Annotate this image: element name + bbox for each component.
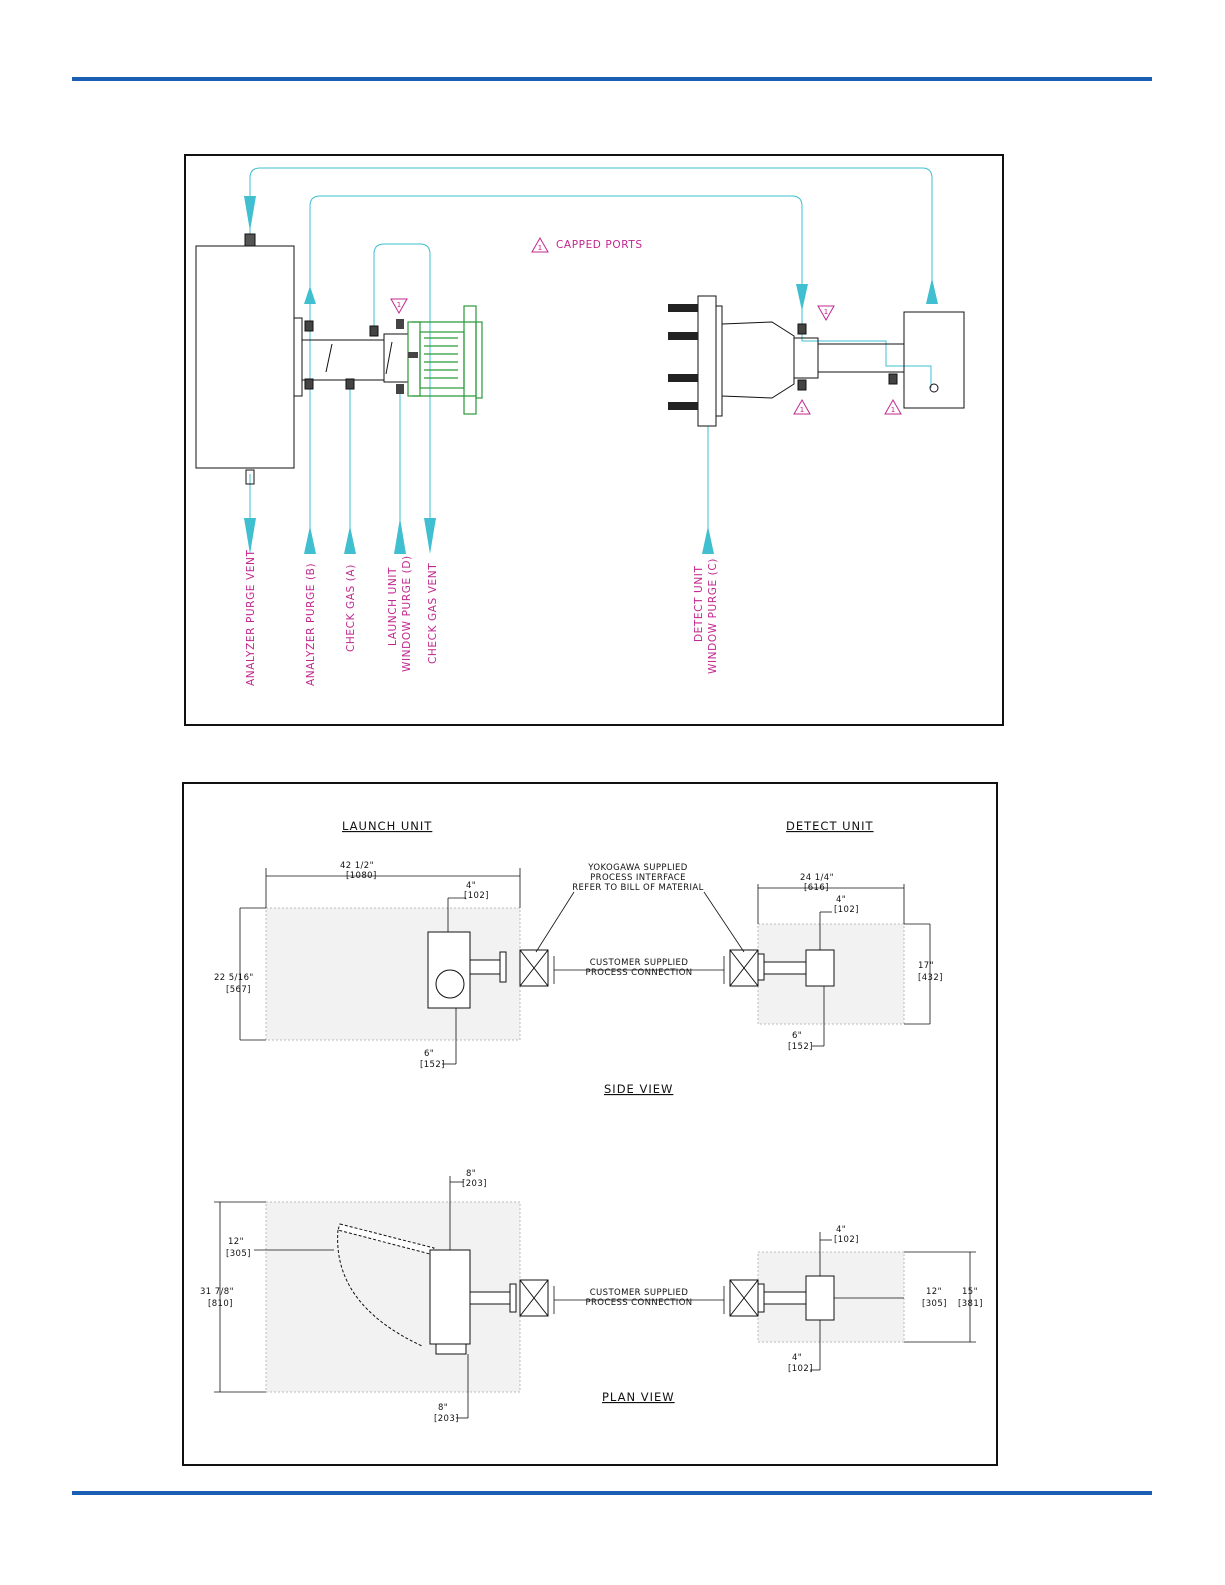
- purge-labels: ANALYZER PURGE VENT ANALYZER PURGE (B) C…: [245, 550, 719, 686]
- label-check-gas-a: CHECK GAS (A): [345, 564, 357, 652]
- side-view-launch: [427, 931, 549, 1009]
- svg-text:[102]: [102]: [788, 1364, 813, 1374]
- analyzer-enclosure: [195, 233, 303, 485]
- detect-flange: [697, 295, 723, 427]
- footer-rule: [72, 1491, 1152, 1495]
- svg-text:1: 1: [538, 244, 542, 252]
- customer-note-side: CUSTOMER SUPPLIED PROCESS CONNECTION: [585, 958, 692, 978]
- launch-unit: [301, 320, 409, 390]
- svg-text:8": 8": [466, 1169, 476, 1179]
- svg-text:CUSTOMER SUPPLIED: CUSTOMER SUPPLIED: [590, 958, 689, 968]
- purge-diagram-frame: 1 1 1 1 1 CAPPED PORTS ANALYZER PURGE VE…: [184, 154, 1004, 726]
- purge-diagram: 1 1 1 1 1 CAPPED PORTS ANALYZER PURGE VE…: [195, 167, 965, 686]
- svg-text:1: 1: [800, 406, 804, 414]
- customer-note-plan: CUSTOMER SUPPLIED PROCESS CONNECTION: [585, 1288, 692, 1308]
- svg-text:6": 6": [792, 1031, 802, 1041]
- plan-view-launch: [337, 1223, 549, 1355]
- svg-text:6": 6": [424, 1049, 434, 1059]
- label-analyzer-purge-vent: ANALYZER PURGE VENT: [245, 550, 257, 686]
- header-rule: [72, 77, 1152, 81]
- svg-text:CUSTOMER SUPPLIED: CUSTOMER SUPPLIED: [590, 1288, 689, 1298]
- svg-text:1: 1: [891, 406, 895, 414]
- svg-text:12": 12": [926, 1287, 942, 1297]
- capped-port-markers: [390, 236, 902, 415]
- svg-text:1: 1: [397, 301, 401, 309]
- svg-text:PROCESS CONNECTION: PROCESS CONNECTION: [585, 968, 692, 978]
- svg-text:[152]: [152]: [420, 1060, 445, 1070]
- capped-port-symbols: 1 1 1 1 1: [397, 244, 895, 414]
- label-launch-unit: LAUNCH UNIT: [387, 567, 399, 646]
- svg-text:42 1/2": 42 1/2": [340, 861, 374, 871]
- plan-view-title: PLAN VIEW: [602, 1390, 675, 1404]
- svg-text:22 5/16": 22 5/16": [214, 973, 254, 983]
- svg-text:8": 8": [438, 1403, 448, 1413]
- purge-lines: [249, 167, 933, 536]
- plan-view-dim-text: 8" [203] 12" [305] 31 7/8" [810] 8" [203…: [200, 1169, 983, 1424]
- svg-text:4": 4": [792, 1353, 802, 1363]
- side-view-title: SIDE VIEW: [604, 1082, 673, 1096]
- svg-text:[203]: [203]: [434, 1414, 459, 1424]
- svg-text:PROCESS INTERFACE: PROCESS INTERFACE: [590, 873, 686, 883]
- svg-text:[567]: [567]: [226, 985, 251, 995]
- launch-port-fittings: [396, 319, 418, 394]
- side-view-detect: [729, 949, 835, 987]
- capped-ports-note: CAPPED PORTS: [556, 239, 643, 251]
- svg-text:15": 15": [962, 1287, 978, 1297]
- svg-text:[616]: [616]: [804, 883, 829, 893]
- plan-view-detect: [729, 1275, 835, 1321]
- svg-text:[381]: [381]: [958, 1299, 983, 1309]
- label-window-purge-c: WINDOW PURGE (C): [707, 558, 719, 674]
- yokogawa-note: YOKOGAWA SUPPLIED PROCESS INTERFACE REFE…: [572, 863, 704, 893]
- launch-unit-title: LAUNCH UNIT: [342, 819, 432, 833]
- svg-text:12": 12": [228, 1237, 244, 1247]
- svg-text:31 7/8": 31 7/8": [200, 1287, 234, 1297]
- svg-text:YOKOGAWA SUPPLIED: YOKOGAWA SUPPLIED: [587, 863, 687, 873]
- svg-text:17": 17": [918, 961, 934, 971]
- svg-text:[305]: [305]: [226, 1249, 251, 1259]
- svg-text:4": 4": [466, 881, 476, 891]
- svg-text:PROCESS CONNECTION: PROCESS CONNECTION: [585, 1298, 692, 1308]
- svg-text:[152]: [152]: [788, 1042, 813, 1052]
- svg-text:[102]: [102]: [834, 905, 859, 915]
- svg-text:4": 4": [836, 1225, 846, 1235]
- svg-text:REFER TO BILL OF MATERIAL: REFER TO BILL OF MATERIAL: [572, 883, 704, 893]
- plan-view-dimension-lines: [214, 1176, 976, 1419]
- svg-text:4": 4": [836, 895, 846, 905]
- svg-text:[432]: [432]: [918, 973, 943, 983]
- label-window-purge-d: WINDOW PURGE (D): [401, 555, 413, 672]
- side-view-dimension-lines: [239, 868, 931, 1065]
- detect-bolts: [668, 304, 698, 410]
- svg-text:[810]: [810]: [208, 1299, 233, 1309]
- detect-unit: [721, 311, 965, 409]
- side-view-dim-text: 42 1/2" [1080] 4" [102] 22 5/16" [567] 6…: [214, 861, 943, 1070]
- label-analyzer-purge-b: ANALYZER PURGE (B): [305, 563, 317, 686]
- layout-drawing: LAUNCH UNIT DETECT UNIT SIDE VIEW PLAN V…: [200, 819, 983, 1424]
- layout-drawing-frame: LAUNCH UNIT DETECT UNIT SIDE VIEW PLAN V…: [182, 782, 998, 1466]
- launch-flange: [407, 305, 483, 415]
- svg-text:[102]: [102]: [464, 891, 489, 901]
- svg-text:[1080]: [1080]: [346, 871, 377, 881]
- svg-text:1: 1: [824, 308, 828, 316]
- flow-arrows: [244, 196, 938, 554]
- svg-text:[305]: [305]: [922, 1299, 947, 1309]
- label-check-gas-vent: CHECK GAS VENT: [427, 563, 439, 664]
- detect-unit-title: DETECT UNIT: [786, 819, 874, 833]
- svg-text:[102]: [102]: [834, 1235, 859, 1245]
- svg-text:[203]: [203]: [462, 1179, 487, 1189]
- label-detect-unit: DETECT UNIT: [693, 565, 705, 642]
- svg-text:24 1/4": 24 1/4": [800, 873, 834, 883]
